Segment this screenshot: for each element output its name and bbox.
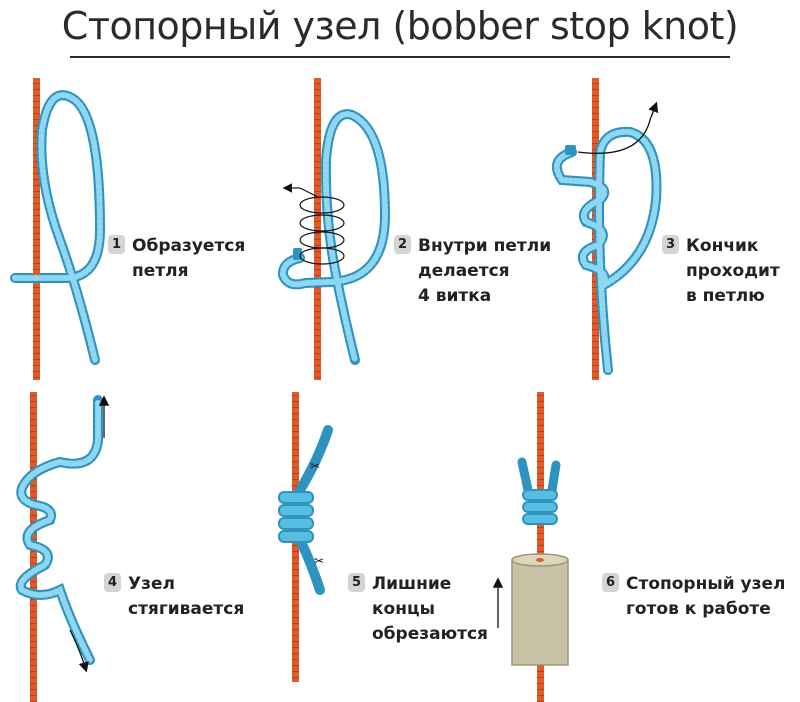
step-5: 5 Лишние концы обрезаются (348, 572, 488, 647)
pull-arrow (577, 101, 659, 154)
step-caption: Лишние концы обрезаются (372, 574, 488, 644)
fishing-line (314, 78, 321, 380)
step-6: 6 Стопорный узел готов к работе (602, 572, 786, 622)
step-2-drawing (277, 78, 391, 380)
finished-knot (522, 489, 558, 525)
scissors-icon: ✂ (310, 459, 320, 473)
step-number-badge: 3 (662, 235, 679, 254)
cord-ends (517, 457, 561, 495)
step-2: 2 Внутри петли делается 4 витка (394, 234, 551, 309)
step-caption: Узел стягивается (128, 574, 245, 619)
fishing-line (537, 392, 544, 702)
step-number-badge: 5 (348, 573, 365, 592)
step-number-badge: 6 (602, 573, 619, 592)
wrap-turns-diagram (282, 183, 345, 265)
scissors-icon: ✂ (314, 554, 324, 568)
step-caption: Образуется петля (132, 236, 246, 281)
step-number-badge: 4 (104, 573, 121, 592)
step-number-badge: 2 (394, 235, 411, 254)
cord-loop (277, 109, 391, 365)
float-bobber (511, 553, 569, 666)
step-1: 1 Образуется петля (108, 234, 245, 284)
title-underline (70, 56, 730, 58)
step-caption: Стопорный узел готов к работе (626, 574, 786, 619)
step-caption: Внутри петли делается 4 витка (418, 236, 552, 306)
step-5-drawing: ✂ ✂ (278, 392, 333, 682)
page-title: Стопорный узел (bobber stop knot) (61, 4, 739, 48)
cord-knot (295, 425, 333, 595)
step-3: 3 Кончик проходит в петлю (662, 234, 780, 309)
fishing-line (33, 78, 40, 380)
step-1-drawing (10, 78, 106, 380)
step-4-drawing (15, 392, 110, 702)
step-3-drawing (551, 78, 662, 380)
step-6-drawing (492, 392, 569, 702)
step-4: 4 Узел стягивается (104, 572, 244, 622)
step-number-badge: 1 (108, 235, 125, 254)
pull-down-arrow (69, 629, 89, 673)
knot-wraps (278, 491, 314, 543)
step-caption: Кончик проходит в петлю (686, 236, 780, 306)
